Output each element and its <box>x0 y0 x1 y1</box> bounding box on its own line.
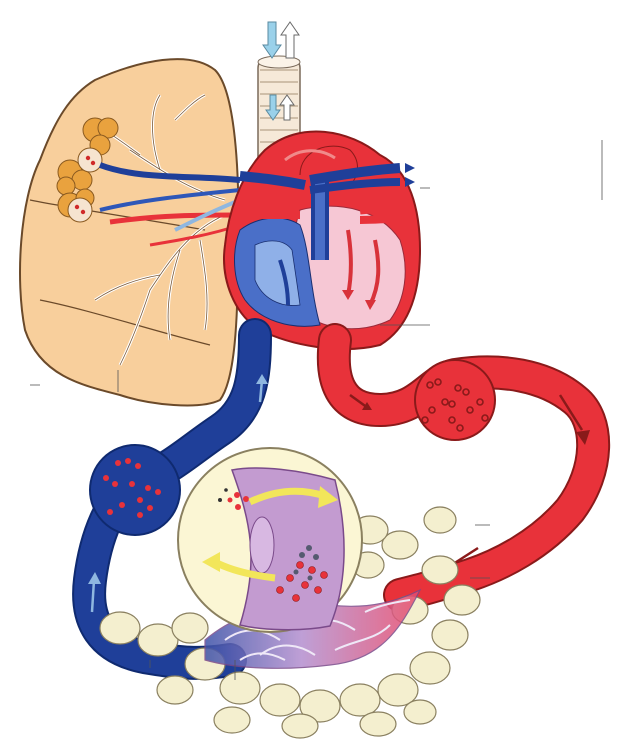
exchange-arrow-top <box>248 486 338 508</box>
airflow-arrow-in-trachea <box>265 94 281 121</box>
systemic-artery <box>316 323 611 612</box>
heart <box>223 130 422 350</box>
venous-blood-magnified <box>89 444 181 536</box>
arterial-blood-magnified <box>414 359 496 441</box>
exchange-arrow-bottom <box>202 552 276 582</box>
lung <box>19 58 241 407</box>
leader-lines <box>30 140 603 680</box>
airflow-arrow-out <box>280 21 300 59</box>
tissue-cell-magnified <box>177 447 363 633</box>
alveoli <box>56 117 119 223</box>
airflow-arrow-in <box>262 21 282 59</box>
airflow-arrow-out-trachea <box>279 94 295 121</box>
